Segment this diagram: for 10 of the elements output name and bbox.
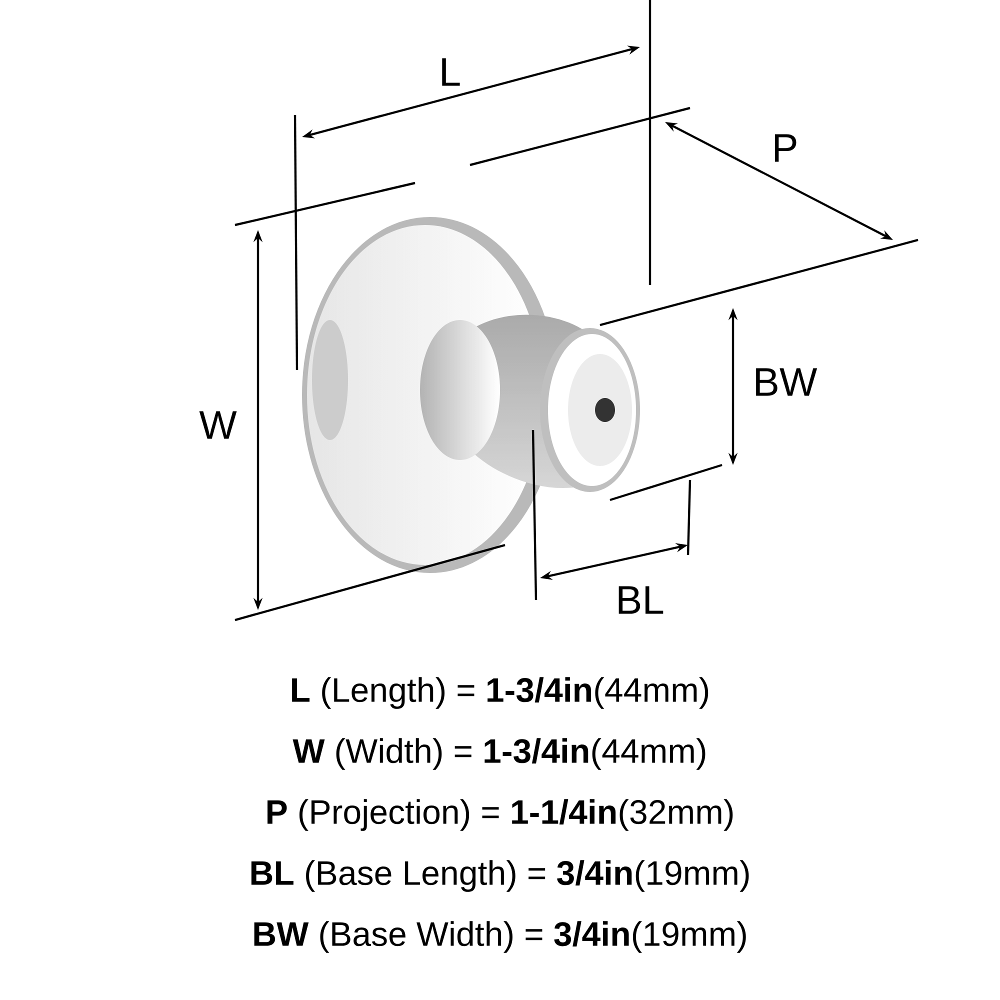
specification-text: BW (Base Width) = 3/4in(19mm) [254,921,746,953]
specification-text: L (Length) = 1-3/4in(44mm) [292,677,708,709]
specification-text: BL (Base Length) = 3/4in(19mm) [251,860,749,892]
specification-text: P (Projection) = 1-1/4in(32mm) [268,799,733,831]
specification-text: W (Width) = 1-3/4in(44mm) [292,738,706,770]
dimension-label: P [774,134,796,162]
dimension-label: L [442,58,460,86]
dimension-label: BW [756,368,818,396]
dimension-label: BL [618,586,664,614]
dimension-label: W [199,411,237,439]
